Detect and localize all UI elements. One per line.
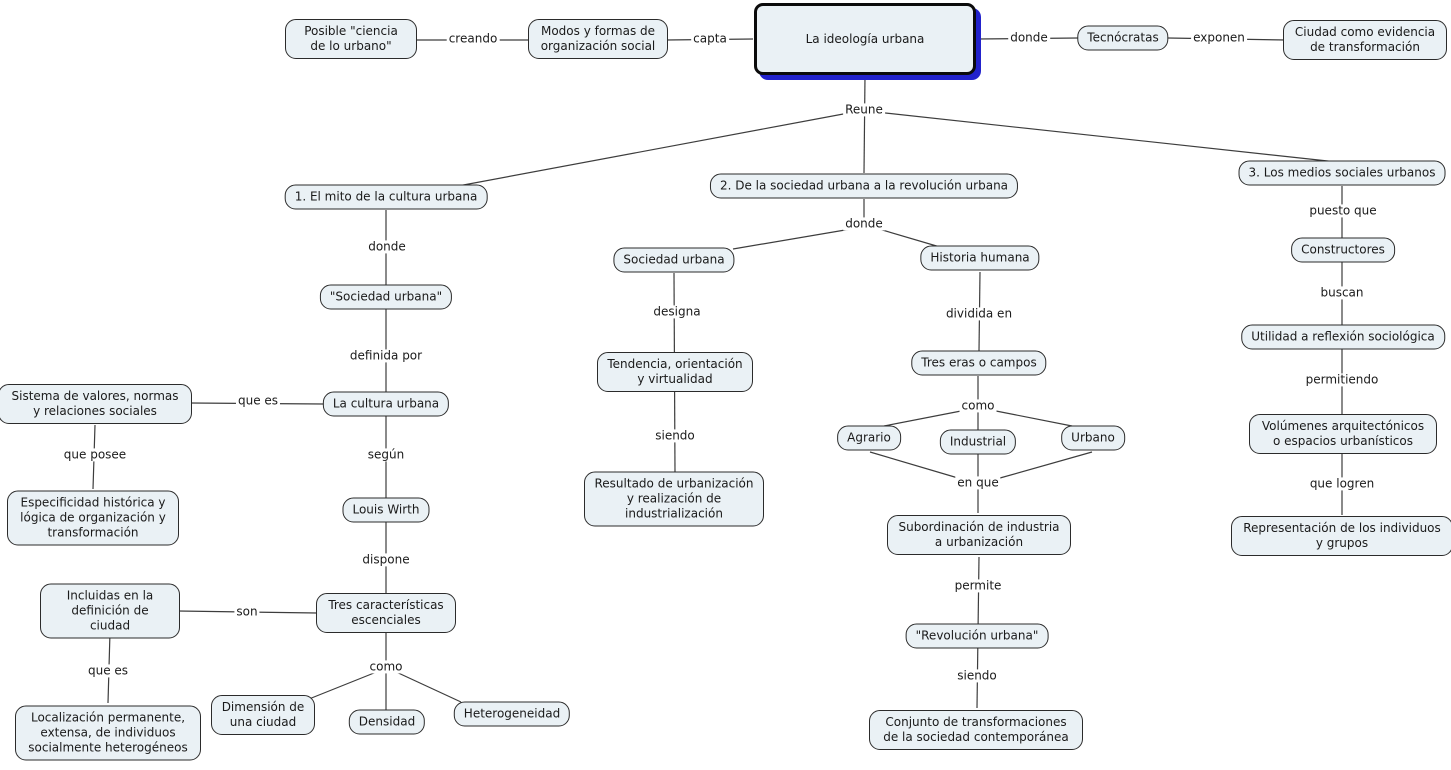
link-label-definida-por[interactable]: definida por bbox=[347, 348, 425, 363]
node-posible-ciencia[interactable]: Posible "ciencia de lo urbano" bbox=[285, 19, 417, 59]
node-sistema-valores[interactable]: Sistema de valores, normas y relaciones … bbox=[0, 384, 192, 424]
link-label-son[interactable]: son bbox=[234, 604, 260, 619]
link-label-como-1[interactable]: como bbox=[367, 659, 405, 674]
node-modos-formas[interactable]: Modos y formas de organización social bbox=[528, 19, 668, 59]
node-cultura-urbana[interactable]: La cultura urbana bbox=[322, 391, 450, 417]
node-especificidad[interactable]: Especificidad histórica y lógica de orga… bbox=[7, 490, 179, 546]
link-label-permite[interactable]: permite bbox=[952, 578, 1004, 593]
link-label-siendo-1[interactable]: siendo bbox=[653, 428, 697, 443]
link-label-donde-3[interactable]: donde bbox=[843, 216, 885, 231]
node-conjunto-transformaciones[interactable]: Conjunto de transformaciones de la socie… bbox=[869, 710, 1083, 750]
node-tecnocratas[interactable]: Tecnócratas bbox=[1077, 25, 1169, 51]
node-mito-cultura-urbana[interactable]: 1. El mito de la cultura urbana bbox=[284, 184, 488, 210]
link-label-en-que[interactable]: en que bbox=[955, 475, 1001, 490]
node-incluidas-definicion[interactable]: Incluidas en la definición de ciudad bbox=[40, 583, 180, 639]
node-dimension-ciudad[interactable]: Dimensión de una ciudad bbox=[211, 695, 315, 735]
node-industrial[interactable]: Industrial bbox=[939, 429, 1017, 455]
link-label-que-posee[interactable]: que posee bbox=[61, 447, 129, 462]
node-representacion[interactable]: Representación de los individuos y grupo… bbox=[1231, 516, 1451, 556]
node-revolucion-urbana[interactable]: "Revolución urbana" bbox=[905, 623, 1049, 649]
node-volumenes[interactable]: Volúmenes arquitectónicos o espacios urb… bbox=[1249, 414, 1437, 454]
link-label-dividida-en[interactable]: dividida en bbox=[943, 306, 1015, 321]
node-tendencia[interactable]: Tendencia, orientación y virtualidad bbox=[597, 352, 753, 392]
node-subordinacion[interactable]: Subordinación de industria a urbanizació… bbox=[887, 515, 1071, 555]
node-ciudad-evidencia[interactable]: Ciudad como evidencia de transformación bbox=[1283, 20, 1447, 60]
node-branch2-title[interactable]: 2. De la sociedad urbana a la revolución… bbox=[709, 173, 1019, 199]
link-label-permitiendo[interactable]: permitiendo bbox=[1303, 372, 1381, 387]
node-agrario[interactable]: Agrario bbox=[837, 425, 901, 451]
link-label-buscan[interactable]: buscan bbox=[1318, 285, 1366, 300]
node-localizacion[interactable]: Localización permanente, extensa, de ind… bbox=[15, 705, 201, 761]
link-label-capta[interactable]: capta bbox=[691, 31, 729, 46]
link-label-designa[interactable]: designa bbox=[651, 304, 703, 319]
link-label-que-es-1[interactable]: que es bbox=[235, 393, 281, 408]
link-label-como-2[interactable]: como bbox=[959, 398, 997, 413]
link-label-exponen[interactable]: exponen bbox=[1191, 30, 1247, 45]
node-resultado-urbanizacion[interactable]: Resultado de urbanización y realización … bbox=[584, 471, 764, 527]
node-louis-wirth[interactable]: Louis Wirth bbox=[342, 497, 430, 523]
link-label-dispone[interactable]: dispone bbox=[360, 552, 412, 567]
link-label-creando[interactable]: creando bbox=[446, 31, 500, 46]
link-label-puesto-que[interactable]: puesto que bbox=[1307, 203, 1379, 218]
link-label-donde-2[interactable]: donde bbox=[366, 239, 408, 254]
node-utilidad-reflexion[interactable]: Utilidad a reflexión sociológica bbox=[1241, 324, 1445, 350]
node-sociedad-urbana-quoted[interactable]: "Sociedad urbana" bbox=[319, 284, 453, 310]
node-tres-eras[interactable]: Tres eras o campos bbox=[911, 350, 1047, 376]
link-label-donde-1[interactable]: donde bbox=[1008, 30, 1050, 45]
node-tres-caracteristicas[interactable]: Tres características escenciales bbox=[316, 593, 456, 633]
node-ideologia-urbana[interactable]: La ideología urbana bbox=[754, 3, 976, 75]
node-heterogeneidad[interactable]: Heterogeneidad bbox=[453, 701, 571, 727]
link-label-reune[interactable]: Reune bbox=[843, 102, 885, 117]
node-constructores[interactable]: Constructores bbox=[1291, 237, 1395, 263]
link-label-siendo-2[interactable]: siendo bbox=[955, 668, 999, 683]
node-urbano[interactable]: Urbano bbox=[1061, 425, 1125, 451]
node-densidad[interactable]: Densidad bbox=[348, 709, 426, 735]
node-historia-humana[interactable]: Historia humana bbox=[920, 245, 1040, 271]
node-sociedad-urbana[interactable]: Sociedad urbana bbox=[613, 247, 735, 273]
link-label-que-es-2[interactable]: que es bbox=[85, 663, 131, 678]
node-branch3-title[interactable]: 3. Los medios sociales urbanos bbox=[1238, 160, 1446, 186]
link-label-que-logren[interactable]: que logren bbox=[1307, 476, 1377, 491]
link-label-segun[interactable]: según bbox=[365, 447, 407, 462]
